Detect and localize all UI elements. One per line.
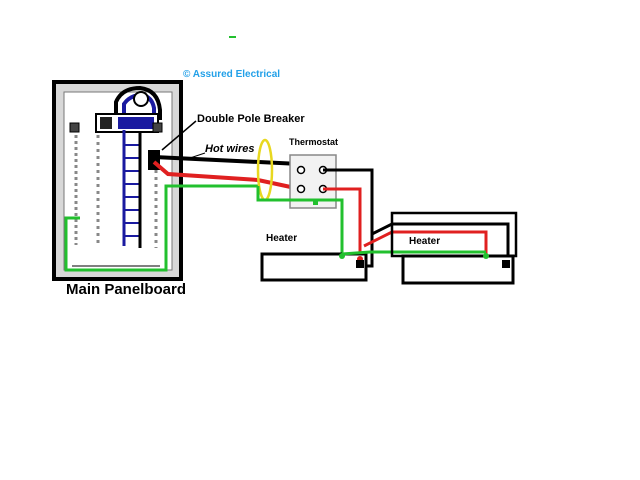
heater-2-label: Heater xyxy=(409,236,441,247)
output-ground xyxy=(256,186,344,254)
bus-block-2 xyxy=(118,117,154,129)
heater-2 xyxy=(390,211,518,285)
thermostat-label: Thermostat xyxy=(289,137,339,147)
output-red xyxy=(323,187,362,258)
double-pole-breaker-label: Double Pole Breaker xyxy=(197,113,305,125)
thermostat-terminal-3 xyxy=(296,184,306,194)
heater-2-body xyxy=(401,254,515,285)
heater-2-ground-dot xyxy=(483,253,489,259)
main-panelboard-label: Main Panelboard xyxy=(66,281,187,298)
heater-jumper-ground xyxy=(341,250,486,256)
hot-wire-red xyxy=(152,160,301,191)
heater-2-frame xyxy=(390,211,518,258)
heater-jumper-black xyxy=(371,222,510,262)
heater-1 xyxy=(260,252,368,282)
copyright-text: © Assured Electrical xyxy=(183,69,281,80)
neutral-lug-left xyxy=(69,122,80,133)
breaker-pointer-arrow xyxy=(161,120,197,151)
heater-2-terminal xyxy=(502,260,510,268)
ground-bus xyxy=(64,184,180,272)
neutral-lug-right xyxy=(152,122,163,133)
heater-1-terminal xyxy=(356,260,364,268)
wire-bundle-loop xyxy=(256,138,274,202)
heater-1-label: Heater xyxy=(266,233,298,244)
main-panelboard xyxy=(52,80,183,281)
service-lug xyxy=(133,91,149,107)
bus-ticks xyxy=(124,144,140,237)
hot-wires-label: Hot wires xyxy=(205,143,255,155)
heater-jumper-red xyxy=(363,230,488,255)
heater-1-body xyxy=(260,252,368,282)
thermostat-terminal-1 xyxy=(296,165,306,175)
service-entry-wires xyxy=(114,85,162,120)
bus-block-1 xyxy=(100,117,112,129)
thermostat-ground-screw xyxy=(313,200,318,205)
